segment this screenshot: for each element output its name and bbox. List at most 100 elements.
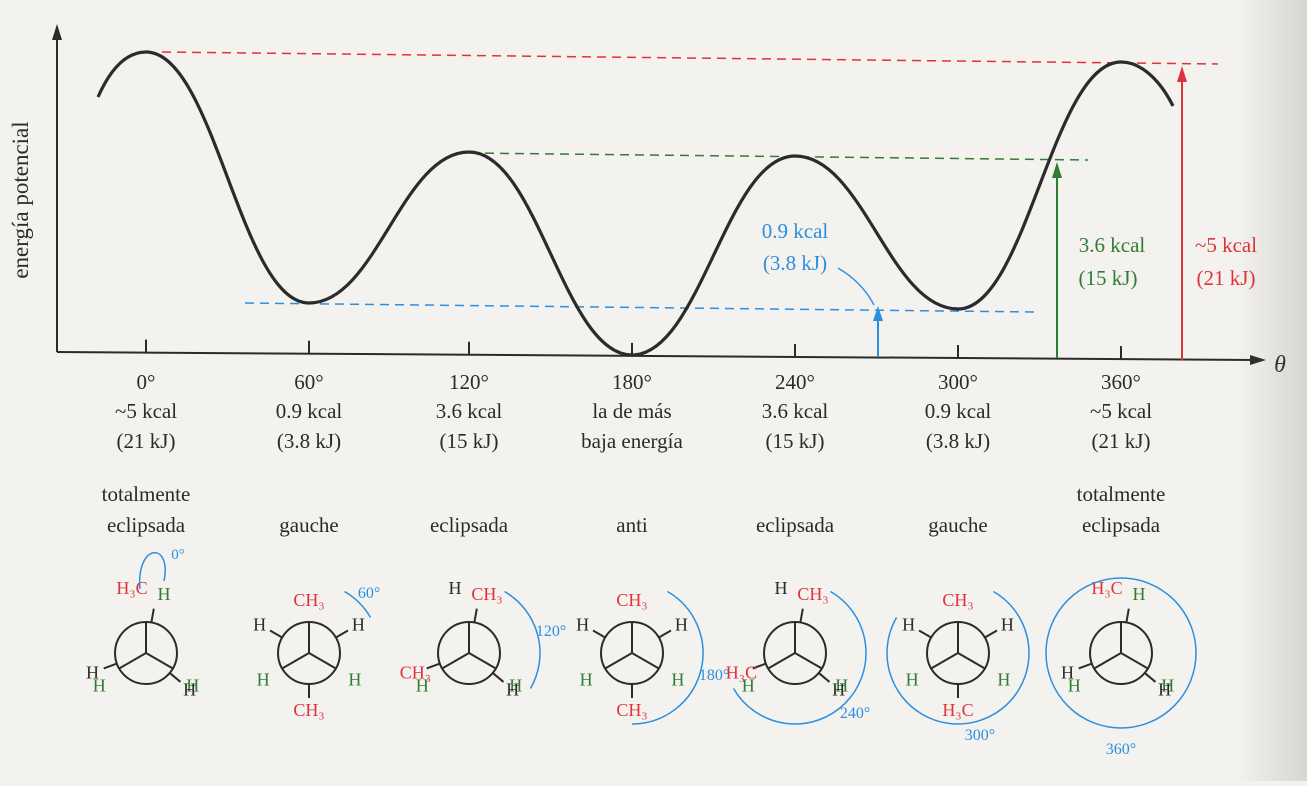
- energy-label: ~5 kcal: [115, 399, 177, 423]
- rotation-arc: [1045, 577, 1197, 729]
- rotation-label: 300°: [965, 727, 995, 744]
- back-bond: [335, 629, 349, 639]
- x-axis-label: θ: [1274, 352, 1286, 378]
- angle-label: 120°: [449, 370, 489, 394]
- y-axis-label: energía potencial: [8, 121, 33, 278]
- back-bond: [103, 662, 118, 670]
- green-annotation-kcal: 3.6 kcal: [1079, 233, 1146, 257]
- back-substituent: H₃C: [116, 578, 147, 598]
- back-substituent: H: [832, 680, 845, 700]
- rotation-indicator: 240°: [732, 590, 870, 725]
- front-bond: [145, 652, 174, 670]
- energy-label: la de más: [592, 399, 671, 423]
- front-substituent: H: [742, 676, 755, 696]
- rotation-arc: [732, 590, 867, 725]
- reference-lines: [161, 51, 1219, 313]
- green-arrowhead: [1052, 162, 1062, 178]
- back-substituent: CH₃: [400, 662, 431, 682]
- front-substituent: H: [997, 670, 1010, 690]
- front-substituent: H: [1068, 676, 1081, 696]
- blue-annotation-kj: (3.8 kJ): [763, 251, 827, 275]
- front-substituent: CH₃: [471, 584, 502, 604]
- rotation-indicator: 300°: [886, 590, 1030, 744]
- back-substituent: H: [449, 578, 462, 598]
- back-substituent: H₃C: [726, 662, 757, 682]
- back-bond: [1125, 608, 1130, 623]
- back-bond: [818, 672, 831, 683]
- energy-label: baja energía: [581, 429, 683, 453]
- y-axis-arrowhead: [52, 24, 62, 40]
- front-substituent: H: [1133, 584, 1146, 604]
- rotation-indicator: 180°: [631, 590, 729, 725]
- front-bond: [957, 652, 986, 670]
- back-bond: [658, 629, 672, 639]
- rotation-label: 360°: [1106, 741, 1136, 758]
- energy-label: 0.9 kcal: [925, 399, 992, 423]
- energy-arrows: [837, 66, 1187, 360]
- front-bond: [604, 652, 633, 670]
- back-bond: [492, 672, 505, 683]
- front-substituent: H: [906, 670, 919, 690]
- blue-annotation-kcal: 0.9 kcal: [762, 219, 829, 243]
- conformation-name: eclipsada: [430, 513, 509, 537]
- energy-label: (21 kJ): [117, 429, 176, 453]
- rotation-indicator: 60°: [344, 585, 380, 618]
- rotation-label: 240°: [840, 705, 870, 722]
- rotation-indicator: 120°: [504, 590, 566, 689]
- back-bond: [269, 629, 283, 639]
- front-substituent: H: [348, 670, 361, 690]
- blue-dashed-line: [244, 302, 1036, 313]
- angle-label: 240°: [775, 370, 815, 394]
- front-bond: [631, 652, 660, 670]
- back-bond: [150, 608, 155, 623]
- back-bond: [1144, 672, 1157, 683]
- green-annotation-kj: (15 kJ): [1079, 266, 1138, 290]
- red-arrowhead: [1177, 66, 1187, 82]
- energy-label: (15 kJ): [440, 429, 499, 453]
- green-dashed-line: [469, 152, 1089, 161]
- back-substituent: H: [86, 662, 99, 682]
- front-substituent: H: [186, 676, 199, 696]
- red-annotation-kj: (21 kJ): [1197, 266, 1256, 290]
- front-substituent: H: [257, 670, 270, 690]
- back-bond: [473, 608, 478, 623]
- rotation-arc: [139, 552, 166, 590]
- back-substituent: H: [253, 615, 266, 635]
- energy-annotations: 0.9 kcal (3.8 kJ) 3.6 kcal (15 kJ) ~5 kc…: [762, 219, 1257, 290]
- back-substituent: CH₃: [616, 700, 647, 720]
- rotation-indicator: 0°: [139, 547, 185, 590]
- front-substituent: H: [93, 676, 106, 696]
- energy-label: 3.6 kcal: [762, 399, 829, 423]
- rotation-arc: [504, 590, 541, 689]
- front-substituent: CH₃: [616, 590, 647, 610]
- red-annotation-kcal: ~5 kcal: [1195, 233, 1257, 257]
- back-bond: [169, 672, 182, 683]
- rotation-indicator: 360°: [1045, 577, 1197, 758]
- back-substituent: H: [576, 615, 589, 635]
- back-substituent: H₃C: [942, 700, 973, 720]
- x-axis: [56, 351, 1256, 361]
- back-bond: [918, 629, 932, 639]
- front-bond: [794, 652, 823, 670]
- blue-pointer-line: [837, 267, 875, 306]
- energy-label: (15 kJ): [766, 429, 825, 453]
- energy-label: 3.6 kcal: [436, 399, 503, 423]
- back-substituent: H: [1158, 680, 1171, 700]
- front-bond: [930, 652, 959, 670]
- back-substituent: H: [506, 680, 519, 700]
- front-substituent: H: [580, 670, 593, 690]
- angle-label: 60°: [294, 370, 323, 394]
- back-bond: [984, 629, 998, 639]
- front-bond: [308, 652, 337, 670]
- conformation-name: anti: [616, 513, 648, 537]
